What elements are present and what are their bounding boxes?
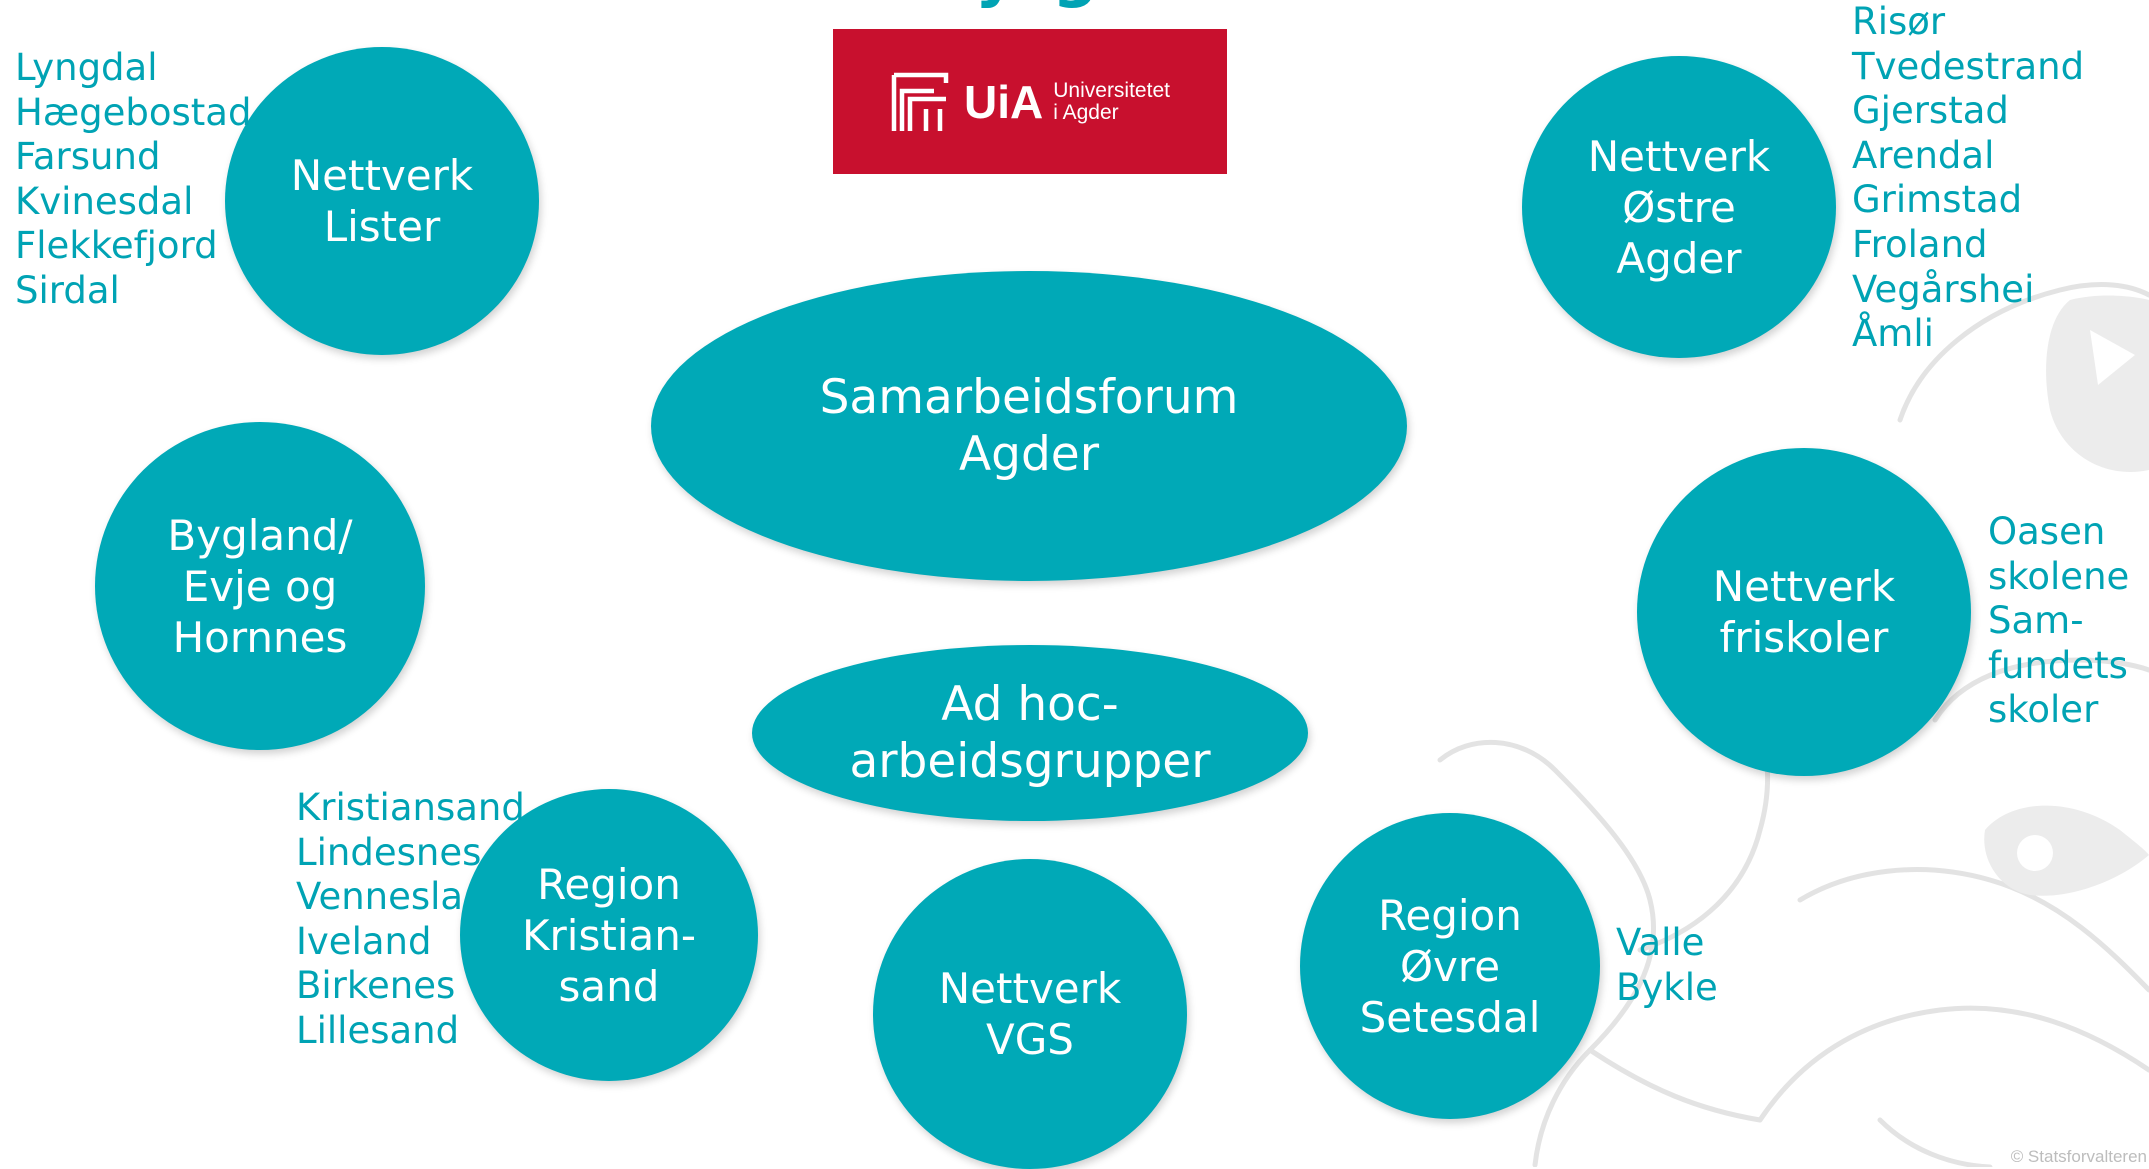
- node-region-kristiansand-label: Region Kristian- sand: [521, 859, 696, 1011]
- list-item: Risør: [1852, 0, 1946, 43]
- node-bygland-evje-hornnes: Bygland/ Evje og Hornnes: [95, 422, 425, 750]
- list-item: Froland: [1852, 222, 1988, 266]
- node-bygland-evje-hornnes-label: Bygland/ Evje og Hornnes: [167, 510, 353, 662]
- node-nettverk-friskoler-label: Nettverk friskoler: [1712, 562, 1896, 662]
- list-item: Farsund: [15, 135, 161, 179]
- list-item: Birkenes: [296, 964, 456, 1008]
- municipality-list-ostre-agder: Risør Tvedestrand Gjerstad Arendal Grims…: [1852, 0, 2084, 357]
- list-item: Sam-: [1988, 599, 2084, 643]
- municipality-list-ovre-setesdal: Valle Bykle: [1616, 921, 1718, 1010]
- node-nettverk-ostre-agder-label: Nettverk Østre Agder: [1587, 131, 1771, 283]
- list-item: Grimstad: [1852, 178, 2023, 222]
- node-adhoc: Ad hoc- arbeidsgrupper: [752, 645, 1308, 821]
- list-item: Lyngdal: [15, 46, 158, 89]
- node-nettverk-ostre-agder: Nettverk Østre Agder: [1522, 56, 1836, 358]
- municipality-list-kristiansand: Kristiansand Lindesnes Vennesla Iveland …: [296, 786, 525, 1054]
- page-title-fragment: yrg: [975, 0, 1100, 10]
- uia-logo: UiA Universitetet i Agder: [833, 29, 1227, 174]
- uia-wordmark: UiA: [964, 75, 1044, 128]
- municipality-list-lister: Lyngdal Hægebostad Farsund Kvinesdal Fle…: [15, 46, 251, 314]
- list-item: skolene: [1988, 554, 2130, 598]
- list-item: Tvedestrand: [1852, 44, 2085, 88]
- node-nettverk-vgs-label: Nettverk VGS: [938, 964, 1122, 1064]
- node-nettverk-lister-label: Nettverk Lister: [290, 151, 474, 251]
- list-item: Åmli: [1852, 312, 1934, 356]
- node-region-kristiansand: Region Kristian- sand: [460, 789, 758, 1081]
- list-item: Lindesnes: [296, 830, 482, 874]
- uia-logo-subtitle: Universitetet i Agder: [1053, 78, 1170, 124]
- list-item: Gjerstad: [1852, 89, 2009, 133]
- list-item: Kristiansand: [296, 786, 525, 829]
- list-item: skoler: [1988, 688, 2099, 732]
- uia-emblem-icon: [891, 72, 949, 131]
- list-item: Flekkefjord: [15, 224, 218, 268]
- node-samarbeidsforum: Samarbeidsforum Agder: [651, 271, 1407, 581]
- node-region-ovre-setesdal: Region Øvre Setesdal: [1300, 813, 1600, 1119]
- list-item: Arendal: [1852, 133, 1995, 177]
- node-adhoc-label: Ad hoc- arbeidsgrupper: [849, 677, 1211, 789]
- copyright-notice: © Statsforvalteren: [2010, 1147, 2147, 1166]
- list-item: Sirdal: [15, 268, 120, 312]
- school-list-friskoler: Oasen skolene Sam- fundets skoler: [1988, 510, 2129, 733]
- list-item: Vegårshei: [1852, 267, 2035, 311]
- list-item: Lillesand: [296, 1008, 460, 1052]
- node-samarbeidsforum-label: Samarbeidsforum Agder: [819, 370, 1239, 482]
- list-item: Iveland: [296, 919, 432, 963]
- list-item: Vennesla: [296, 875, 464, 919]
- node-region-ovre-setesdal-label: Region Øvre Setesdal: [1359, 890, 1541, 1042]
- node-nettverk-vgs: Nettverk VGS: [873, 859, 1187, 1169]
- list-item: Kvinesdal: [15, 179, 194, 223]
- node-nettverk-lister: Nettverk Lister: [225, 47, 539, 355]
- list-item: fundets: [1988, 643, 2128, 687]
- list-item: Oasen: [1988, 510, 2106, 553]
- node-nettverk-friskoler: Nettverk friskoler: [1637, 448, 1971, 776]
- list-item: Hægebostad: [15, 90, 252, 134]
- list-item: Bykle: [1616, 965, 1718, 1009]
- list-item: Valle: [1616, 921, 1705, 964]
